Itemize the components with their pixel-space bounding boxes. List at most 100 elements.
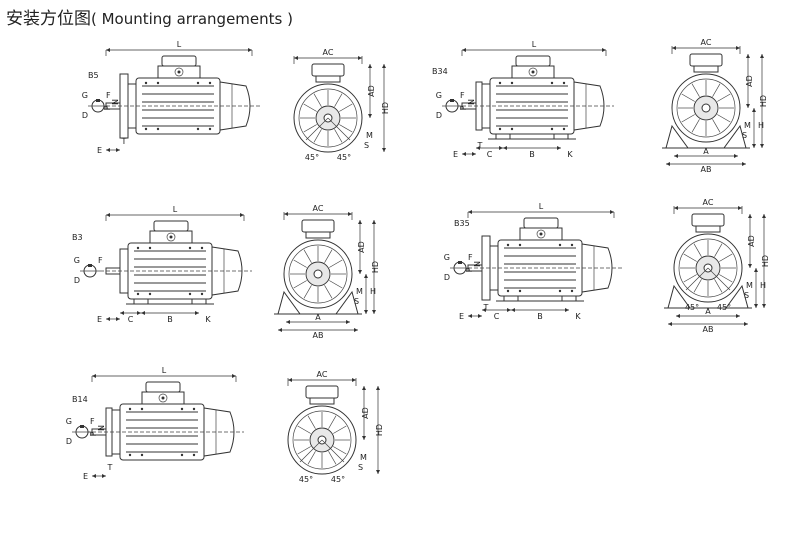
dim-label-m: M bbox=[356, 287, 363, 296]
dim-label-angle: 45° bbox=[331, 475, 345, 484]
dim-label-g: G bbox=[66, 417, 72, 426]
dim-label-angle: 45° bbox=[337, 153, 351, 162]
dim-label-f: F bbox=[98, 256, 103, 265]
dim-label-b: B bbox=[167, 315, 173, 324]
dim-label-d: D bbox=[74, 276, 80, 285]
dim-label-ad: AD bbox=[361, 407, 370, 419]
dim-label-p: P bbox=[465, 267, 474, 272]
dim-label-s: S bbox=[358, 463, 363, 472]
dim-label-e: E bbox=[97, 146, 102, 155]
b5-side-view: L E T PN G F D bbox=[82, 40, 260, 155]
variant-label-b5: B5 bbox=[88, 71, 99, 80]
dim-label-ac: AC bbox=[703, 198, 714, 207]
b3-side-view: L E C B K G F D bbox=[74, 205, 252, 324]
dim-label-b: B bbox=[529, 150, 535, 159]
dim-label-m: M bbox=[360, 453, 367, 462]
dim-label-l: L bbox=[173, 205, 178, 214]
dim-label-f: F bbox=[460, 91, 465, 100]
dim-label-ac: AC bbox=[701, 38, 712, 47]
dim-label-d: D bbox=[82, 111, 88, 120]
title-cn: 安装方位图 bbox=[6, 9, 91, 29]
dim-label-c: C bbox=[487, 150, 493, 159]
b3-end-view: A AB H AC AD HD MS bbox=[274, 204, 380, 340]
dim-label-p: P bbox=[459, 105, 468, 110]
b14-end-view: AC AD HD MS 45° 45° bbox=[287, 370, 384, 484]
dim-label-f: F bbox=[90, 417, 95, 426]
dim-label-ab: AB bbox=[703, 325, 714, 334]
dim-label-hd: HD bbox=[381, 102, 390, 114]
dim-label-k: K bbox=[205, 315, 211, 324]
dim-label-e: E bbox=[97, 315, 102, 324]
dim-label-s: S bbox=[742, 131, 747, 140]
dim-label-g: G bbox=[74, 256, 80, 265]
dim-label-m: M bbox=[366, 131, 373, 140]
dim-label-angle: 45° bbox=[685, 303, 699, 312]
dim-label-h: H bbox=[758, 121, 764, 130]
figure-title: 安装方位图( Mounting arrangements ) bbox=[6, 4, 293, 29]
dim-label-d: D bbox=[66, 437, 72, 446]
dim-label-ad: AD bbox=[357, 241, 366, 253]
dim-label-n: N bbox=[473, 261, 482, 267]
variant-label-b34: B34 bbox=[432, 67, 448, 76]
dim-label-a: A bbox=[315, 313, 321, 322]
dim-label-ac: AC bbox=[323, 48, 334, 57]
dim-label-e: E bbox=[83, 472, 88, 481]
dim-label-d: D bbox=[444, 273, 450, 282]
dim-label-l: L bbox=[162, 366, 167, 375]
dim-label-l: L bbox=[177, 40, 182, 49]
dim-label-b: B bbox=[537, 312, 543, 321]
dim-label-e: E bbox=[459, 312, 464, 321]
dim-label-m: M bbox=[744, 121, 751, 130]
dim-label-ac: AC bbox=[313, 204, 324, 213]
dim-label-angle: 45° bbox=[305, 153, 319, 162]
dim-label-c: C bbox=[128, 315, 134, 324]
dim-label-s: S bbox=[744, 291, 749, 300]
dim-label-k: K bbox=[567, 150, 573, 159]
dim-label-hd: HD bbox=[759, 95, 768, 107]
dim-label-f: F bbox=[468, 253, 473, 262]
dim-label-e: E bbox=[453, 150, 458, 159]
dim-label-l: L bbox=[532, 40, 537, 49]
dim-label-c: C bbox=[494, 312, 500, 321]
dim-label-ad: AD bbox=[747, 235, 756, 247]
dim-label-a: A bbox=[705, 307, 711, 316]
dim-label-ab: AB bbox=[313, 331, 324, 340]
dim-label-hd: HD bbox=[375, 424, 384, 436]
dim-label-d: D bbox=[436, 111, 442, 120]
b35-side-view: L E T PN C B K G F D bbox=[444, 202, 622, 321]
dim-label-ac: AC bbox=[317, 370, 328, 379]
b14-side-view: L E T PN G F D bbox=[66, 366, 244, 481]
title-en: ( Mounting arrangements ) bbox=[91, 10, 293, 28]
dim-label-ab: AB bbox=[701, 165, 712, 174]
dim-label-t: T bbox=[107, 463, 113, 472]
dim-label-s: S bbox=[354, 297, 359, 306]
dim-label-angle: 45° bbox=[299, 475, 313, 484]
variant-label-b3: B3 bbox=[72, 233, 83, 242]
variant-label-b35: B35 bbox=[454, 219, 470, 228]
dim-label-g: G bbox=[436, 91, 442, 100]
dim-label-n: N bbox=[97, 425, 106, 431]
dim-label-k: K bbox=[575, 312, 581, 321]
dim-label-h: H bbox=[760, 281, 766, 290]
dim-label-g: G bbox=[444, 253, 450, 262]
dim-label-s: S bbox=[364, 141, 369, 150]
dim-label-f: F bbox=[106, 91, 111, 100]
dim-label-n: N bbox=[111, 99, 120, 105]
dim-label-l: L bbox=[539, 202, 544, 211]
dim-label-hd: HD bbox=[761, 255, 770, 267]
variant-label-b14: B14 bbox=[72, 395, 88, 404]
dim-label-t: T bbox=[483, 303, 489, 312]
dim-label-p: P bbox=[89, 431, 98, 436]
dim-label-a: A bbox=[703, 147, 709, 156]
dim-label-t: T bbox=[477, 141, 483, 150]
dim-label-g: G bbox=[82, 91, 88, 100]
dim-label-h: H bbox=[370, 287, 376, 296]
dim-label-p: P bbox=[103, 105, 112, 110]
dim-label-hd: HD bbox=[371, 261, 380, 273]
dim-label-t: T bbox=[121, 137, 127, 146]
